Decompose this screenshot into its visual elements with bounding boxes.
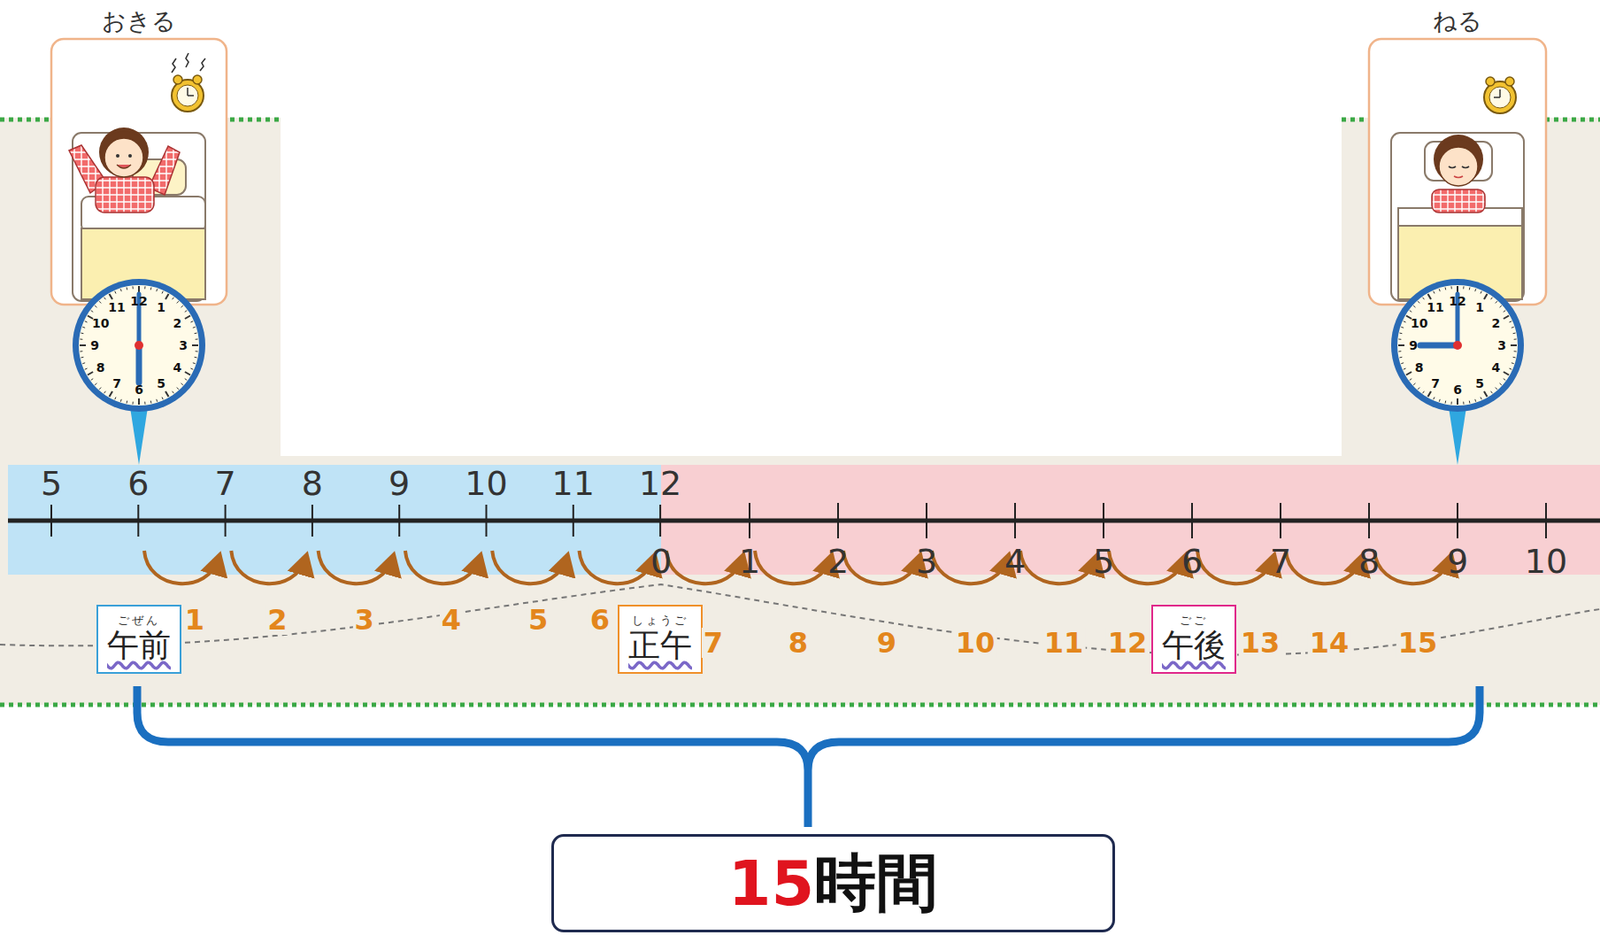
clock-numeral: 11 <box>107 300 125 314</box>
noon-box: しょうご正午 <box>617 604 703 674</box>
clock-numeral: 2 <box>1491 316 1500 330</box>
clock-numeral: 2 <box>172 316 182 330</box>
term: 正午 <box>628 626 693 663</box>
count-number: 9 <box>875 627 899 658</box>
card-heading: おきる <box>51 5 227 38</box>
hour-mark: 5 <box>40 466 62 500</box>
ruby: しょうご <box>631 614 689 627</box>
hour-mark: 8 <box>301 466 324 500</box>
hour-mark: 9 <box>388 466 410 500</box>
total-box: 15時間 <box>551 833 1116 932</box>
clock-numeral: 5 <box>1475 376 1485 390</box>
clock-numeral: 11 <box>1426 300 1444 314</box>
clock-wake <box>72 278 206 465</box>
hour-mark: 1 <box>738 544 761 578</box>
clock-numeral: 3 <box>178 338 188 352</box>
count-number: 10 <box>953 627 998 658</box>
clock-sleep <box>1391 278 1524 465</box>
term: 午前 <box>107 626 171 663</box>
count-number: 2 <box>265 604 289 635</box>
clock-numeral: 7 <box>1430 376 1440 390</box>
bracket <box>137 685 1480 827</box>
number-line <box>7 518 1600 524</box>
count-number: 1 <box>183 604 207 635</box>
count-number: 13 <box>1238 627 1283 658</box>
hour-mark: 12 <box>638 466 682 500</box>
hour-mark: 7 <box>215 466 237 500</box>
wake-card: おきる <box>51 38 227 305</box>
white-cutout <box>280 0 1342 456</box>
count-number: 11 <box>1042 627 1086 658</box>
ruby: ごご <box>1179 614 1208 627</box>
am-box: ごぜん午前 <box>96 604 182 674</box>
count-number: 6 <box>588 604 612 635</box>
sleep-card: ねる <box>1369 38 1547 305</box>
clock-numeral: 12 <box>1448 294 1466 308</box>
hour-mark: 5 <box>1092 544 1115 578</box>
count-number: 8 <box>786 627 810 658</box>
clock-numeral: 4 <box>172 361 182 374</box>
hour-mark: 3 <box>915 544 938 578</box>
hours-number: 15 <box>728 846 815 920</box>
pm-box: ごご午後 <box>1151 604 1237 674</box>
clock-numeral: 12 <box>130 294 147 308</box>
ticks <box>51 502 1547 539</box>
clock-numeral: 1 <box>1475 300 1485 314</box>
hour-mark: 10 <box>464 466 508 500</box>
hour-mark: 7 <box>1269 544 1292 578</box>
hour-mark: 9 <box>1446 544 1469 578</box>
count-number: 7 <box>701 627 725 658</box>
clock-numeral: 1 <box>156 300 166 314</box>
hours-unit: 時間 <box>814 841 939 925</box>
hour-mark: 4 <box>1004 544 1026 578</box>
wake-illustration <box>51 38 227 305</box>
clock-numeral: 6 <box>134 383 144 396</box>
count-number: 15 <box>1396 627 1440 658</box>
clock-numeral: 8 <box>1415 361 1424 374</box>
sleep-illustration <box>1369 38 1547 305</box>
hour-mark: 6 <box>127 466 149 500</box>
term: 午後 <box>1161 626 1226 663</box>
count-number: 12 <box>1106 627 1150 658</box>
clock-numeral: 10 <box>1410 316 1428 330</box>
hour-mark: 0 <box>650 544 672 578</box>
hour-mark: 2 <box>827 544 849 578</box>
hour-mark: 11 <box>552 466 595 500</box>
card-heading: ねる <box>1369 5 1547 38</box>
hour-mark: 8 <box>1358 544 1380 578</box>
ruby: ごぜん <box>117 614 161 627</box>
clock-numeral: 5 <box>156 376 166 390</box>
clock-numeral: 9 <box>90 338 100 352</box>
count-number: 14 <box>1307 627 1352 658</box>
hour-mark: 6 <box>1181 544 1203 578</box>
clock-numeral: 8 <box>96 361 106 374</box>
clock-numeral: 6 <box>1453 383 1462 396</box>
clock-numeral: 7 <box>112 376 122 390</box>
dotted-border <box>0 119 1600 705</box>
hour-arrows <box>144 550 1451 584</box>
clock-numeral: 3 <box>1497 338 1507 352</box>
clock-numeral: 9 <box>1408 338 1418 352</box>
clock-numeral: 4 <box>1491 361 1500 374</box>
clock-numeral: 10 <box>92 316 109 330</box>
count-number: 3 <box>352 604 376 635</box>
count-number: 4 <box>439 604 463 635</box>
count-number: 5 <box>526 604 550 635</box>
hour-mark: 10 <box>1524 544 1568 578</box>
